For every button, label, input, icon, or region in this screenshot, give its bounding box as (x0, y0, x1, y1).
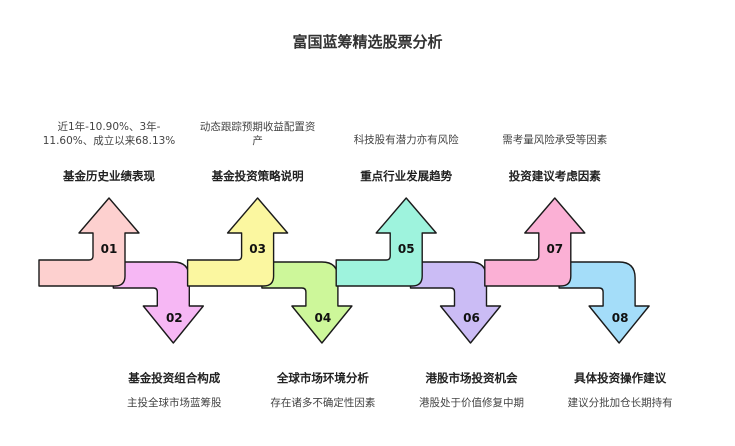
step-number-04: 04 (315, 311, 332, 325)
step-description-line: 11.60%、成立以来68.13% (42, 135, 176, 147)
step-number-01: 01 (101, 242, 118, 256)
step-description-01: 近1年-10.90%、3年- 11.60%、成立以来68.13% (29, 120, 189, 148)
step-arrow-06: 06 (409, 261, 502, 344)
step-description-line: 主投全球市场蓝筹股 (127, 397, 222, 409)
step-description-line: 科技股有潜力亦有风险 (353, 134, 459, 146)
step-description-03: 动态跟踪预期收益配置资产 (178, 120, 338, 148)
step-heading-05: 重点行业发展趋势 (360, 169, 453, 183)
step-description-line: 动态跟踪预期收益配置资 (199, 121, 316, 133)
arrow-shape-01 (38, 197, 140, 287)
step-description-04: 存在诸多不确定性因素 (243, 396, 403, 410)
arrow-shape-06 (409, 261, 502, 344)
step-description-05: 科技股有潜力亦有风险 (326, 133, 486, 147)
step-description-line: 需考量风险承受等因素 (502, 134, 608, 146)
step-heading-02: 基金投资组合构成 (128, 371, 221, 385)
step-arrow-04: 04 (261, 261, 353, 344)
diagram-title: 富国蓝筹精选股票分析 (292, 33, 443, 51)
step-description-06: 港股处于价值修复中期 (392, 396, 552, 410)
step-description-line: 存在诸多不确定性因素 (270, 397, 376, 409)
step-heading-01: 基金历史业绩表现 (63, 169, 155, 183)
step-heading-06: 港股市场投资机会 (425, 371, 518, 385)
step-heading-08: 具体投资操作建议 (574, 371, 667, 385)
arrow-shape-07 (484, 197, 586, 287)
step-arrow-05: 05 (335, 197, 437, 287)
step-description-02: 主投全球市场蓝筹股 (94, 396, 254, 410)
step-heading-03: 基金投资策略说明 (211, 169, 304, 183)
step-arrow-01: 01 (38, 197, 140, 287)
step-number-08: 08 (612, 311, 629, 325)
step-description-08: 建议分批加仓长期持有 (540, 396, 700, 410)
step-description-line: 港股处于价值修复中期 (419, 397, 524, 409)
step-description-line: 产 (252, 135, 263, 147)
step-arrow-02: 02 (112, 261, 204, 344)
arrow-shape-08 (558, 261, 650, 344)
step-number-03: 03 (249, 242, 266, 256)
step-number-06: 06 (463, 311, 480, 325)
step-number-07: 07 (546, 242, 563, 256)
step-arrow-07: 07 (484, 197, 586, 287)
step-number-05: 05 (398, 242, 415, 256)
arrow-shape-02 (112, 261, 204, 344)
step-description-07: 需考量风险承受等因素 (475, 133, 635, 147)
step-arrow-03: 03 (186, 197, 289, 287)
step-description-line: 近1年-10.90%、3年- (57, 121, 161, 133)
arrow-shape-04 (261, 261, 353, 344)
arrow-shape-03 (186, 197, 289, 287)
step-arrow-08: 08 (558, 261, 650, 344)
step-number-02: 02 (166, 311, 183, 325)
step-description-line: 建议分批加仓长期持有 (567, 397, 673, 409)
arrow-shape-05 (335, 197, 437, 287)
step-heading-07: 投资建议考虑因素 (508, 169, 601, 183)
step-heading-04: 全球市场环境分析 (276, 371, 369, 385)
